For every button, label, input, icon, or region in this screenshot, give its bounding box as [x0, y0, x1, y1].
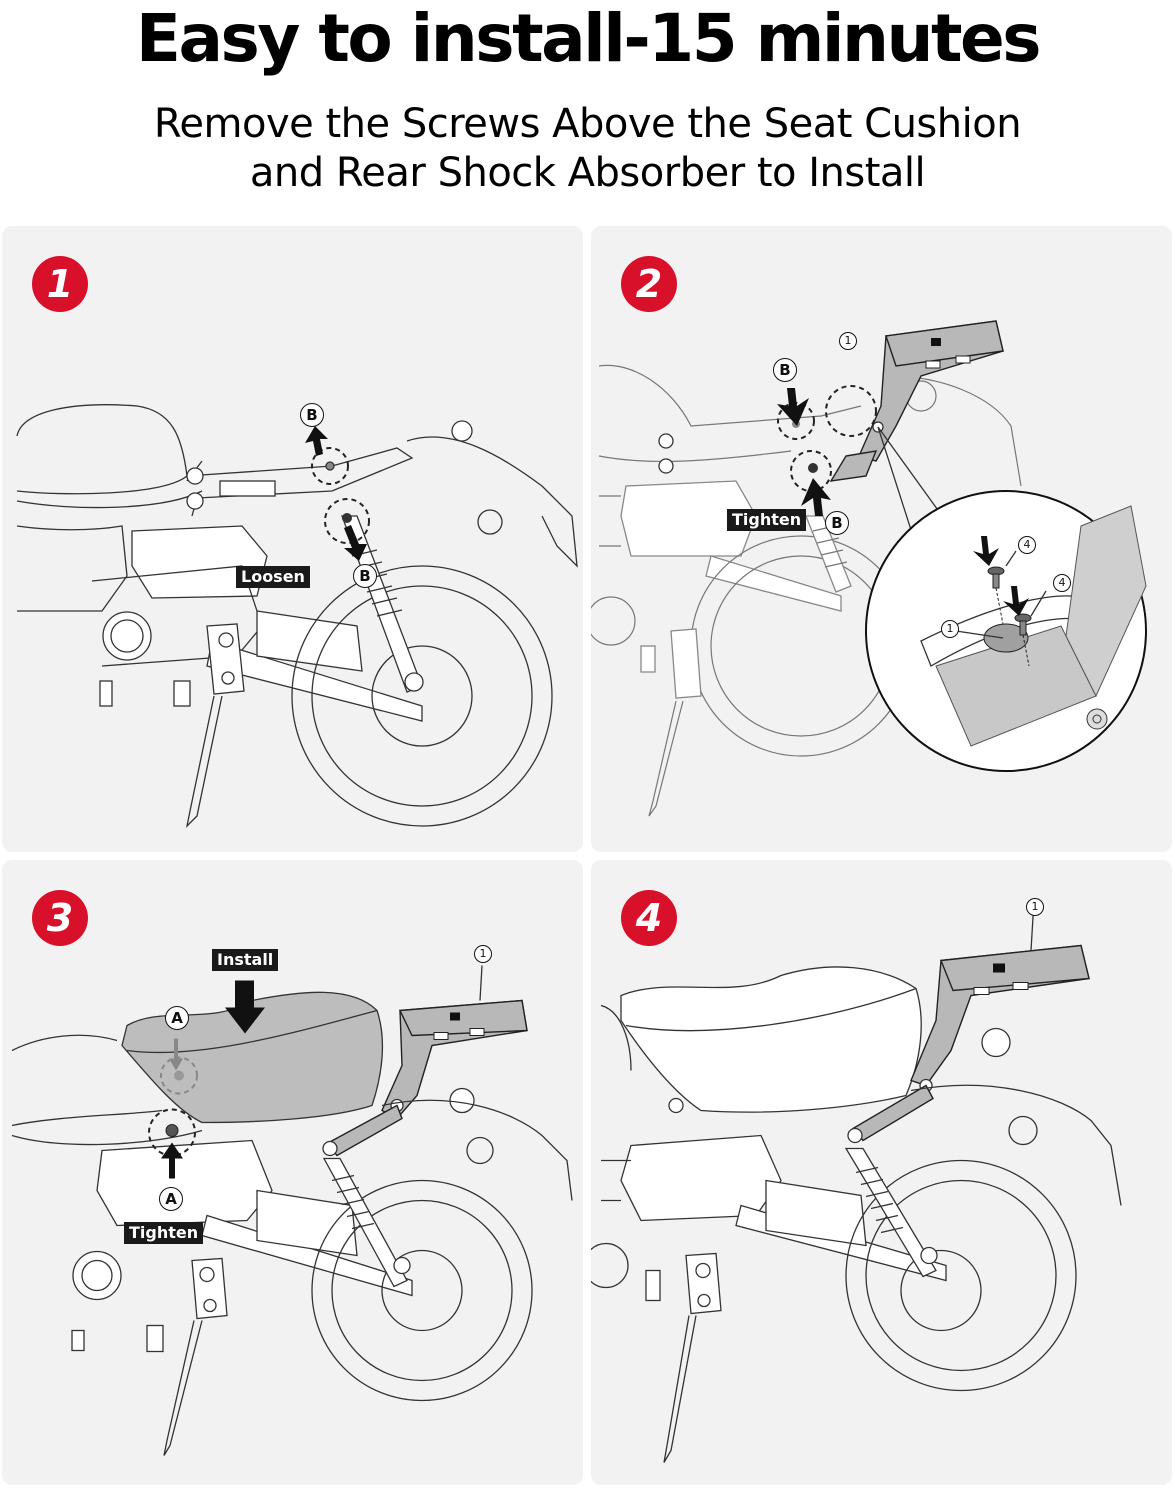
install-label: Install: [212, 949, 279, 971]
step-3-badge: 3: [32, 890, 88, 946]
tighten-label: Tighten: [727, 509, 807, 531]
loosen-label: Loosen: [236, 566, 310, 588]
step-1-badge: 1: [32, 256, 88, 312]
callout-a-seat: A: [165, 1006, 189, 1030]
callout-rack-part-1: 1: [839, 332, 857, 350]
step-2-panel: 2 B B 1 4 4 1 Tighten: [591, 226, 1172, 852]
step-3-motorcycle-illustration: [11, 965, 573, 1456]
step-2-badge: 2: [621, 256, 677, 312]
step-3-panel: 3 Install Tighten A A 1: [2, 860, 583, 1485]
step-4-badge: 4: [621, 890, 677, 946]
subtitle-line-2: and Rear Shock Absorber to Install: [249, 150, 926, 196]
callout-a-frame: A: [159, 1187, 183, 1211]
callout-rack-part-1: 1: [474, 945, 492, 963]
tighten-label: Tighten: [124, 1222, 204, 1244]
callout-screw-4-upper: 4: [1018, 536, 1036, 554]
subtitle-line-1: Remove the Screws Above the Seat Cushion: [153, 101, 1022, 147]
callout-rack-part-1: 1: [1026, 898, 1044, 916]
step-4-panel: 4 1: [591, 860, 1172, 1485]
step-1-panel: 1 B B Loosen: [2, 226, 583, 852]
callout-b-top: B: [773, 358, 797, 382]
callout-b-bottom: B: [353, 564, 377, 588]
step-1-motorcycle-illustration: [16, 404, 578, 828]
callout-b-top: B: [300, 403, 324, 427]
callout-screw-4-lower: 4: [1053, 574, 1071, 592]
page-title: Easy to install-15 minutes: [135, 0, 1042, 77]
callout-detail-part-1: 1: [941, 620, 959, 638]
step-4-motorcycle-illustration: [591, 900, 1122, 1463]
step-2-motorcycle-illustration: [591, 320, 1147, 817]
callout-b-bottom: B: [825, 511, 849, 535]
page-subtitle: Remove the Screws Above the Seat Cushion…: [0, 100, 1175, 198]
